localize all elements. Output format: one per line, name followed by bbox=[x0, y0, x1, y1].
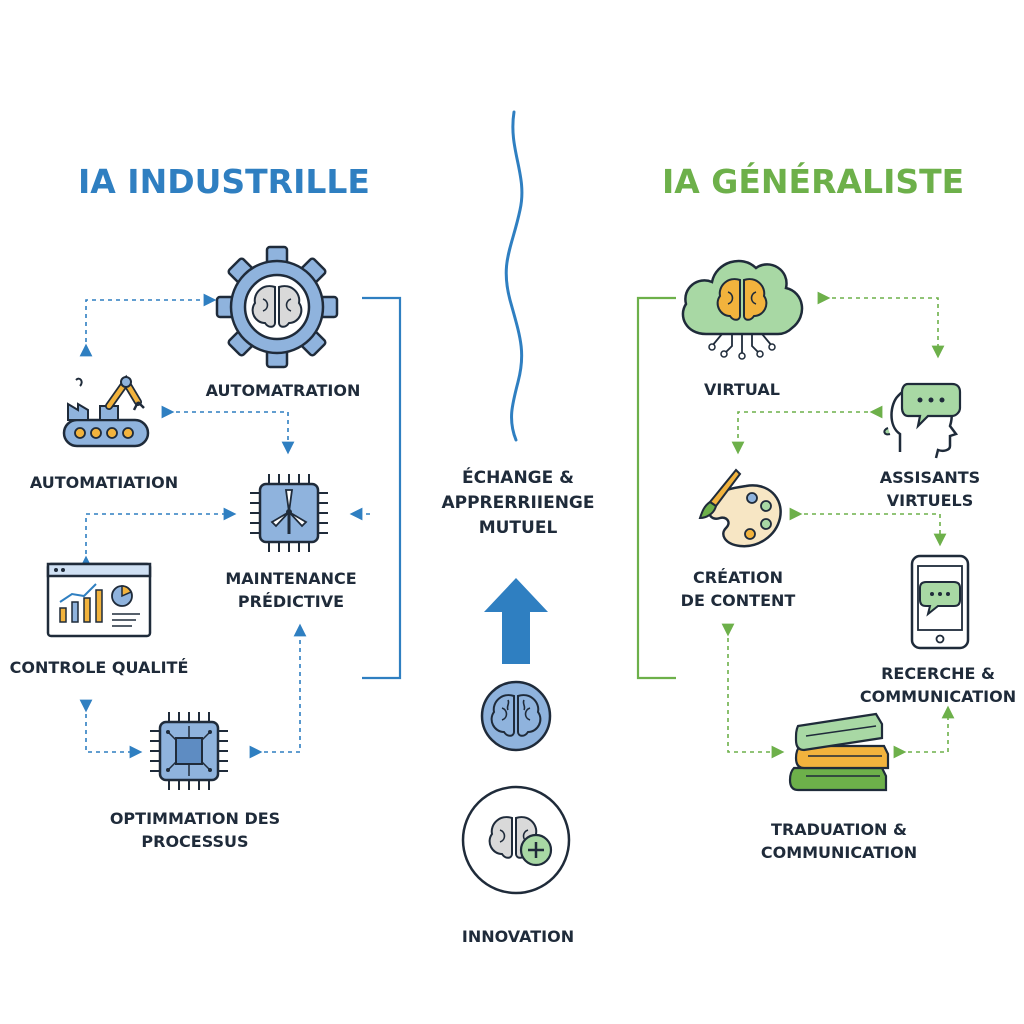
arrow-robot-chip bbox=[161, 405, 295, 455]
arrow-palette-phone bbox=[789, 507, 947, 547]
chip-turbine-icon bbox=[250, 474, 328, 552]
label-maintenance: MAINTENANCE PRÉDICTIVE bbox=[225, 569, 357, 611]
arrow-books-research bbox=[893, 705, 955, 759]
industrial-title: IA INDUSTRILLE bbox=[78, 162, 370, 201]
label-creation: CRÉATION DE CONTENT bbox=[680, 568, 796, 610]
label-controle-qualite: CONTROLE QUALITÉ bbox=[9, 658, 189, 677]
arrow-process-maintenance bbox=[249, 623, 307, 759]
label-assisants: ASSISANTS VIRTUELS bbox=[879, 468, 981, 510]
cloud-brain-icon bbox=[681, 259, 804, 360]
wave-line bbox=[504, 110, 524, 442]
gear-brain-icon bbox=[215, 245, 339, 369]
arrow-dashboard-chip bbox=[79, 507, 237, 569]
innovation-icon bbox=[461, 785, 571, 895]
dashboard-icon bbox=[46, 562, 152, 638]
up-arrow-icon bbox=[484, 578, 548, 664]
arrow-automation-gear bbox=[79, 293, 217, 357]
bracket-industrial bbox=[362, 296, 402, 680]
label-optimmation: OPTIMMATION DES PROCESSUS bbox=[109, 809, 281, 851]
label-automatiation: AUTOMATIATION bbox=[29, 473, 179, 492]
label-innovation: INNOVATION bbox=[461, 927, 575, 946]
arrow-quality-process bbox=[79, 699, 143, 759]
brain-circle-icon bbox=[480, 680, 552, 752]
label-automatration: AUTOMATRATION bbox=[205, 381, 361, 400]
books-icon bbox=[788, 712, 890, 792]
label-virtual: VIRTUAL bbox=[704, 380, 780, 399]
generalist-title: IA GÉNÉRALISTE bbox=[662, 162, 965, 201]
processor-icon bbox=[150, 712, 228, 790]
bracket-generalist bbox=[636, 296, 676, 680]
label-traduation: TRADUATION & COMMUNICATION bbox=[760, 820, 918, 862]
arrow-assistant-palette bbox=[731, 405, 883, 455]
assistant-head-icon bbox=[883, 382, 962, 459]
arrow-content-books bbox=[721, 623, 785, 759]
phone-chat-icon bbox=[910, 554, 970, 650]
label-exchange: ÉCHANGE & APPRERRIIENGE MUTUEL bbox=[441, 468, 595, 538]
robot-arm-icon bbox=[62, 374, 150, 448]
arrow-cloud-assistant bbox=[817, 291, 945, 359]
label-recerche: RECERCHE & COMMUNICATION bbox=[859, 664, 1017, 706]
palette-icon bbox=[698, 468, 782, 548]
